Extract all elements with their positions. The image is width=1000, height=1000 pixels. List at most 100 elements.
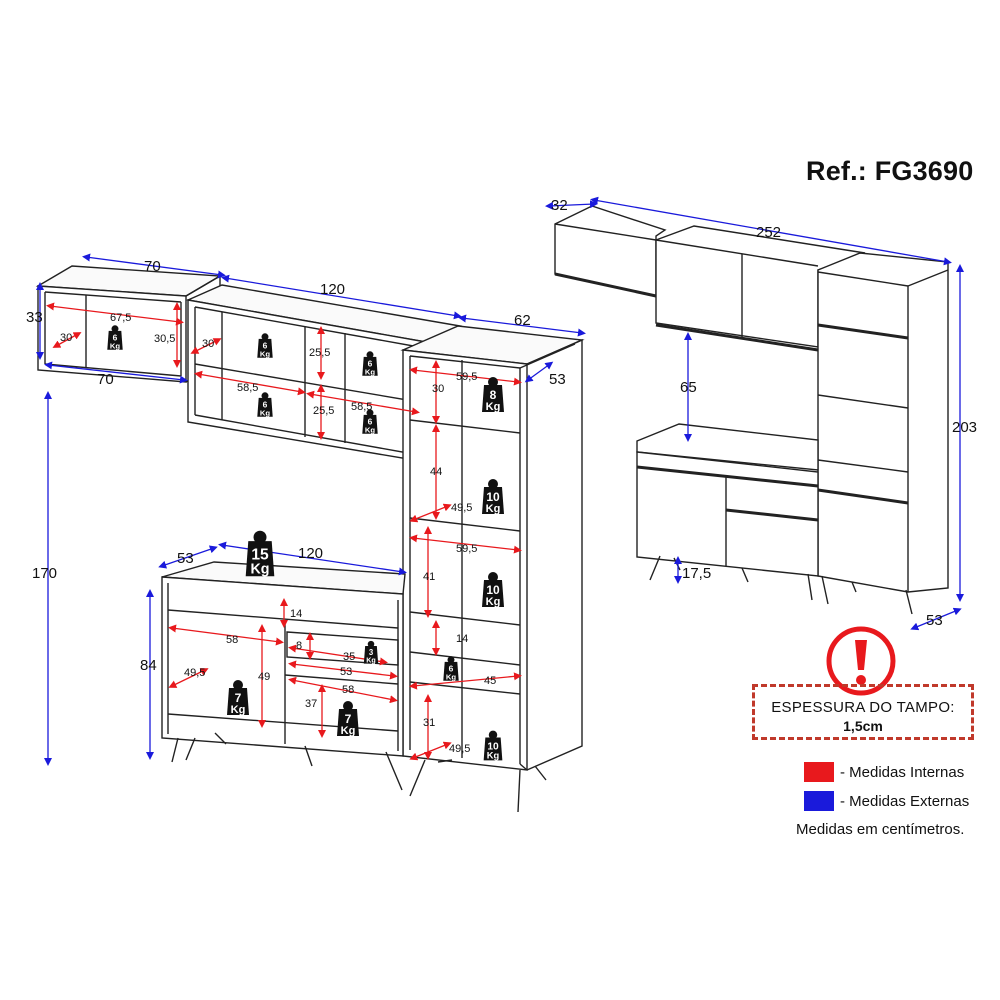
label-tall-inner-depth: 30 xyxy=(432,383,444,395)
weight-icon-7kg-a: 7Kg xyxy=(227,680,249,716)
label-upper-middle-w2: 58,5 xyxy=(351,401,372,413)
svg-text:Kg: Kg xyxy=(260,349,271,358)
label-upper-middle-depth: 30 xyxy=(202,338,214,350)
label-tall-h2: 41 xyxy=(423,571,435,583)
label-upper-middle-width: 120 xyxy=(320,281,345,298)
weight-icon-6kg-d: 6Kg xyxy=(257,392,273,417)
weight-icon-6kg-a: 6Kg xyxy=(107,325,123,350)
svg-text:Kg: Kg xyxy=(487,751,500,761)
svg-text:3: 3 xyxy=(369,648,374,657)
label-overall-depth-bottom: 53 xyxy=(926,612,943,629)
weight-icon-7kg-b: 7Kg xyxy=(337,701,359,737)
label-total-height: 170 xyxy=(32,565,57,582)
label-base-drawer-h: 14 xyxy=(290,608,302,620)
label-base-inner-h1: 49 xyxy=(258,671,270,683)
label-upper-middle-h2: 25,5 xyxy=(313,405,334,417)
svg-text:8: 8 xyxy=(490,388,497,402)
svg-text:Kg: Kg xyxy=(486,596,501,608)
label-tall-h4: 31 xyxy=(423,717,435,729)
reference-code: Ref.: FG3690 xyxy=(806,156,974,186)
svg-text:Kg: Kg xyxy=(110,341,121,350)
label-tall-width: 62 xyxy=(514,312,531,329)
legend-external: - Medidas Externas xyxy=(804,791,969,811)
svg-text:Kg: Kg xyxy=(446,672,457,681)
label-base-inner-h2: 37 xyxy=(305,698,317,710)
external-dimension-lines xyxy=(36,196,964,766)
weight-icon-3kg: 3Kg xyxy=(363,640,379,664)
label-base-height: 84 xyxy=(140,657,157,674)
label-leg-height: 17,5 xyxy=(682,565,711,582)
svg-text:Kg: Kg xyxy=(365,367,376,376)
svg-text:6: 6 xyxy=(449,664,454,674)
label-tall-inner-width-2: 59,5 xyxy=(456,543,477,555)
label-base-drawer-inner-w: 35 xyxy=(343,651,355,663)
legend-external-label: - Medidas Externas xyxy=(840,792,970,810)
svg-text:10: 10 xyxy=(486,490,500,504)
svg-text:7: 7 xyxy=(235,691,242,705)
label-tall-depth: 53 xyxy=(549,371,566,388)
weight-icon-6kg-f: 6Kg xyxy=(443,656,459,681)
label-base-drawer-inner-h: 8 xyxy=(296,640,302,652)
label-upper-left-inner-width: 67,5 xyxy=(110,312,131,324)
svg-text:Kg: Kg xyxy=(341,725,356,737)
svg-text:7: 7 xyxy=(345,712,352,726)
label-base-inner-w1: 58 xyxy=(226,634,238,646)
label-base-inner-w2: 58 xyxy=(342,684,354,696)
label-upper-left-inner-depth: 30 xyxy=(60,332,72,344)
svg-text:6: 6 xyxy=(368,359,373,369)
warning-box: ESPESSURA DO TAMPO: 1,5cm xyxy=(752,684,974,740)
svg-text:6: 6 xyxy=(113,333,118,343)
label-base-inner-w3: 53 xyxy=(340,666,352,678)
svg-text:10: 10 xyxy=(487,741,499,752)
label-upper-left-width-bottom: 70 xyxy=(97,371,114,388)
warning-icon xyxy=(826,626,896,696)
internal-dimension-lines xyxy=(46,302,522,761)
legend-external-swatch xyxy=(804,791,834,811)
label-gap-height: 65 xyxy=(680,379,697,396)
svg-text:Kg: Kg xyxy=(486,503,501,515)
label-tall-shelf-depth-1: 49,5 xyxy=(451,502,472,514)
label-overall-depth-top: 32 xyxy=(551,197,568,214)
label-tall-inner-width-1: 59,5 xyxy=(456,371,477,383)
svg-text:15: 15 xyxy=(251,546,269,563)
label-upper-middle-w1: 58,5 xyxy=(237,382,258,394)
label-upper-middle-h1: 25,5 xyxy=(309,347,330,359)
svg-text:Kg: Kg xyxy=(486,401,501,413)
svg-text:6: 6 xyxy=(368,417,373,427)
weight-icon-6kg-e: 6Kg xyxy=(362,409,378,434)
label-upper-left-height: 33 xyxy=(26,309,43,326)
label-overall-width: 252 xyxy=(756,224,781,241)
warning-title: ESPESSURA DO TAMPO: xyxy=(771,699,955,716)
iso-view xyxy=(554,205,949,615)
weight-icon-8kg: 8Kg xyxy=(482,377,504,413)
svg-text:6: 6 xyxy=(263,341,268,351)
weight-icon-6kg-c: 6Kg xyxy=(362,351,378,376)
label-upper-left-inner-height: 30,5 xyxy=(154,333,175,345)
measure-labels: 70 70 33 67,5 30 30,5 120 30 25,5 25,5 5… xyxy=(26,197,977,755)
label-tall-drawer-depth: 45 xyxy=(484,675,496,687)
svg-text:Kg: Kg xyxy=(366,656,376,664)
svg-text:Kg: Kg xyxy=(231,704,246,716)
weight-icon-6kg-b: 6Kg xyxy=(257,333,273,358)
label-base-width: 120 xyxy=(298,545,323,562)
legend-internal: - Medidas Internas xyxy=(804,762,964,782)
label-tall-shelf-depth-2: 49,5 xyxy=(449,743,470,755)
svg-text:Kg: Kg xyxy=(365,425,376,434)
label-overall-height: 203 xyxy=(952,419,977,436)
label-base-depth: 53 xyxy=(177,550,194,567)
legend-internal-swatch xyxy=(804,762,834,782)
svg-text:6: 6 xyxy=(263,400,268,410)
svg-text:Kg: Kg xyxy=(250,562,269,578)
label-upper-left-width-top: 70 xyxy=(144,258,161,275)
legend-internal-label: - Medidas Internas xyxy=(840,763,965,781)
label-tall-h3: 14 xyxy=(456,633,468,645)
svg-text:Kg: Kg xyxy=(260,408,271,417)
label-base-inner-depth: 49,5 xyxy=(184,667,205,679)
label-tall-h1: 44 xyxy=(430,466,442,478)
svg-text:10: 10 xyxy=(486,583,500,597)
